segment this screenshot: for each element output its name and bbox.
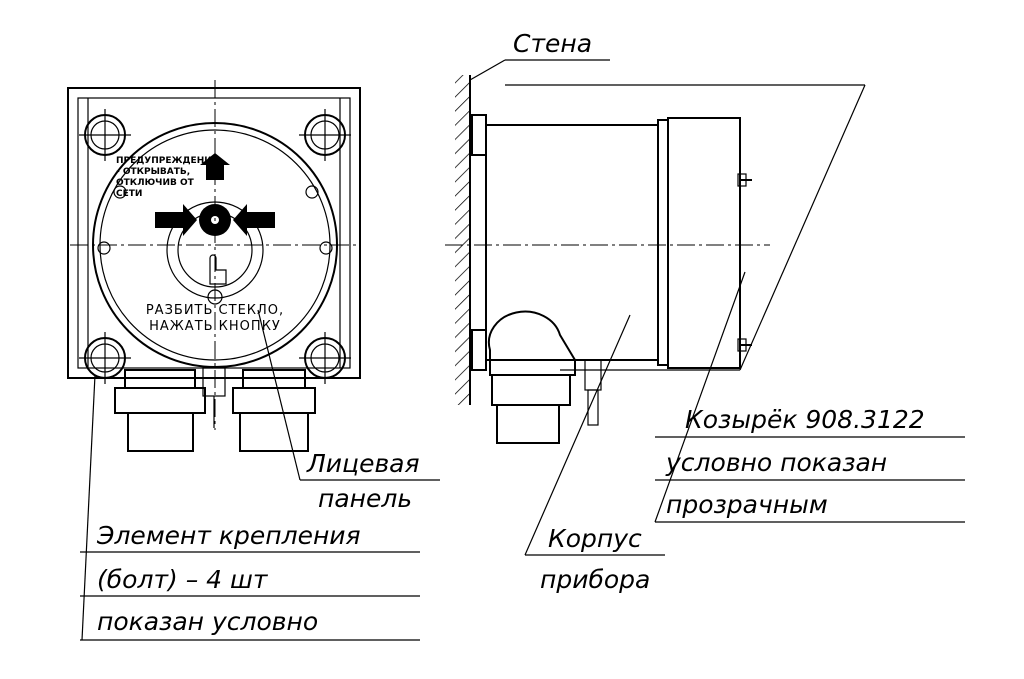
hand-icon [209,254,227,285]
front-view [67,80,361,452]
bolt-icon [78,331,132,385]
arrow-right-icon [155,204,197,236]
elbow-gland [487,310,576,376]
fastener-label-3: показан условно [97,607,318,636]
body-label-1: Корпус [548,524,642,553]
visor-cover [667,117,741,369]
arrow-left-icon [233,204,275,236]
mounting-plate [67,87,361,379]
front-panel-label-2: панель [318,484,412,513]
house-fire-icon [200,153,230,180]
wall-label: Стена [513,29,592,58]
bolt-icon [78,108,132,162]
leader-lines [80,59,965,641]
panel-warning-text: ПРЕДУПРЕЖДЕНИЕ - ОТКРЫВАТЬ, ОТКЛЮЧИВ ОТ … [116,156,218,199]
visor-label-1: Козырёк 908.3122 [685,405,925,434]
front-panel-label-1: Лицевая [306,449,420,478]
panel-instruction-text: РАЗБИТЬ СТЕКЛО, НАЖАТЬ КНОПКУ [145,303,285,334]
visor-label-3: прозрачным [666,490,828,519]
body-label-2: прибора [540,565,650,594]
visor-label-2: условно показан [665,448,887,477]
bolt-icon [298,331,352,385]
cable-gland-right [232,369,316,452]
side-view [445,75,866,444]
fastener-label-2: (болт) – 4 шт [97,565,269,594]
cable-gland-left [114,369,206,452]
device-body [485,124,659,361]
bolt-icon [298,108,352,162]
fastener-label-1: Элемент крепления [96,521,361,550]
